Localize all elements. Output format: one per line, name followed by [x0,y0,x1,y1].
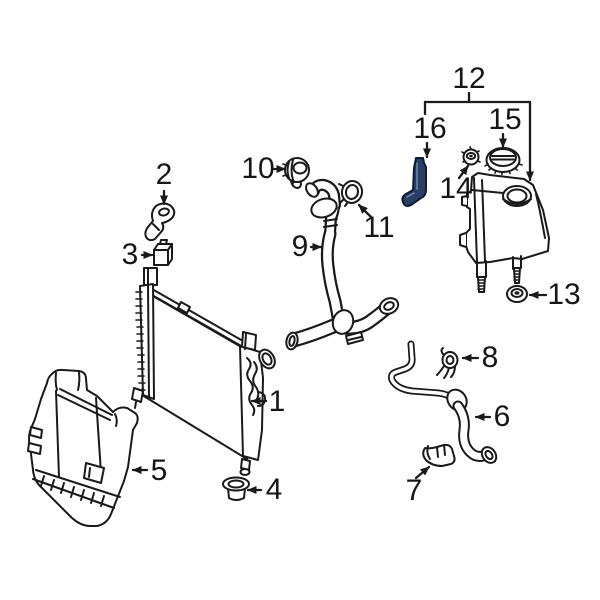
part-label-1: 1 [268,385,286,418]
part-1-radiator-drawing [132,268,278,475]
part-6-hose-drawing [392,344,500,466]
part-label-3: 3 [121,238,139,271]
part-label-10: 10 [241,152,275,185]
part-label-9: 9 [291,230,309,263]
part-label-2: 2 [155,158,173,191]
part-label-6: 6 [493,400,511,433]
part-7-clamp-drawing [423,445,454,466]
part-2-bracket-drawing [145,204,174,241]
part-label-13: 13 [547,278,581,311]
callout-bracket-12 [425,93,534,180]
part-8-clamp-drawing [437,348,458,378]
part-label-11: 11 [363,211,395,244]
arrow-to-part-14 [459,166,468,178]
part-label-5: 5 [150,454,168,487]
part-4-plug-drawing [223,478,249,501]
part-5-air-baffle-drawing [28,370,138,526]
radiator-top-mount [144,268,157,285]
part-label-16: 16 [413,112,447,145]
arrow-to-part-7 [416,467,429,478]
part-11-clamp-drawing [339,179,364,206]
leader-arrows [133,134,546,494]
part-3-mount-drawing [154,240,172,265]
part-label-14: 14 [439,172,473,205]
part-12-expansion-tank-drawing [460,173,549,292]
part-label-12: 12 [452,62,486,95]
part-9-hose-drawing [285,181,401,350]
part-label-7: 7 [405,474,423,507]
part-10-cap-drawing [283,158,309,188]
part-label-4: 4 [265,473,283,506]
part-label-8: 8 [481,341,499,374]
part-15-cap-drawing [485,148,522,175]
part-label-15: 15 [488,103,522,136]
part-16-sensor-drawing [402,158,426,206]
part-13-grommet-drawing [507,286,527,302]
sensor-body [402,158,426,206]
arrow-to-part-11 [359,205,372,218]
part-14-grommet-drawing [462,147,480,165]
